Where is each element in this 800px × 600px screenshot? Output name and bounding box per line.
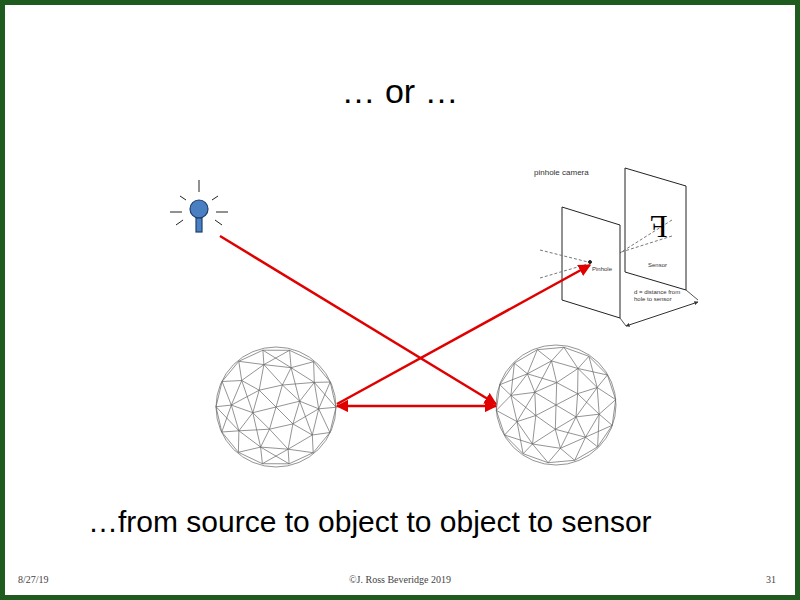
pinhole-label: Pinhole [592,266,612,272]
slide-number: 31 [766,574,776,585]
pinhole-camera [540,168,698,326]
light-paths [220,236,590,406]
wireframe-spheres [216,345,616,467]
slide-title: … or … [0,72,800,111]
inverted-letter: F [650,210,668,242]
slide-date: 8/27/19 [18,574,49,585]
distance-note: d = distance from hole to sensor [634,289,684,303]
sensor-label: Sensor [648,262,667,268]
camera-label: pinhole camera [534,168,589,177]
copyright: ©J. Ross Beveridge 2019 [0,574,800,585]
light-source [170,180,228,232]
slide-caption: …from source to object to object to sens… [88,505,652,539]
